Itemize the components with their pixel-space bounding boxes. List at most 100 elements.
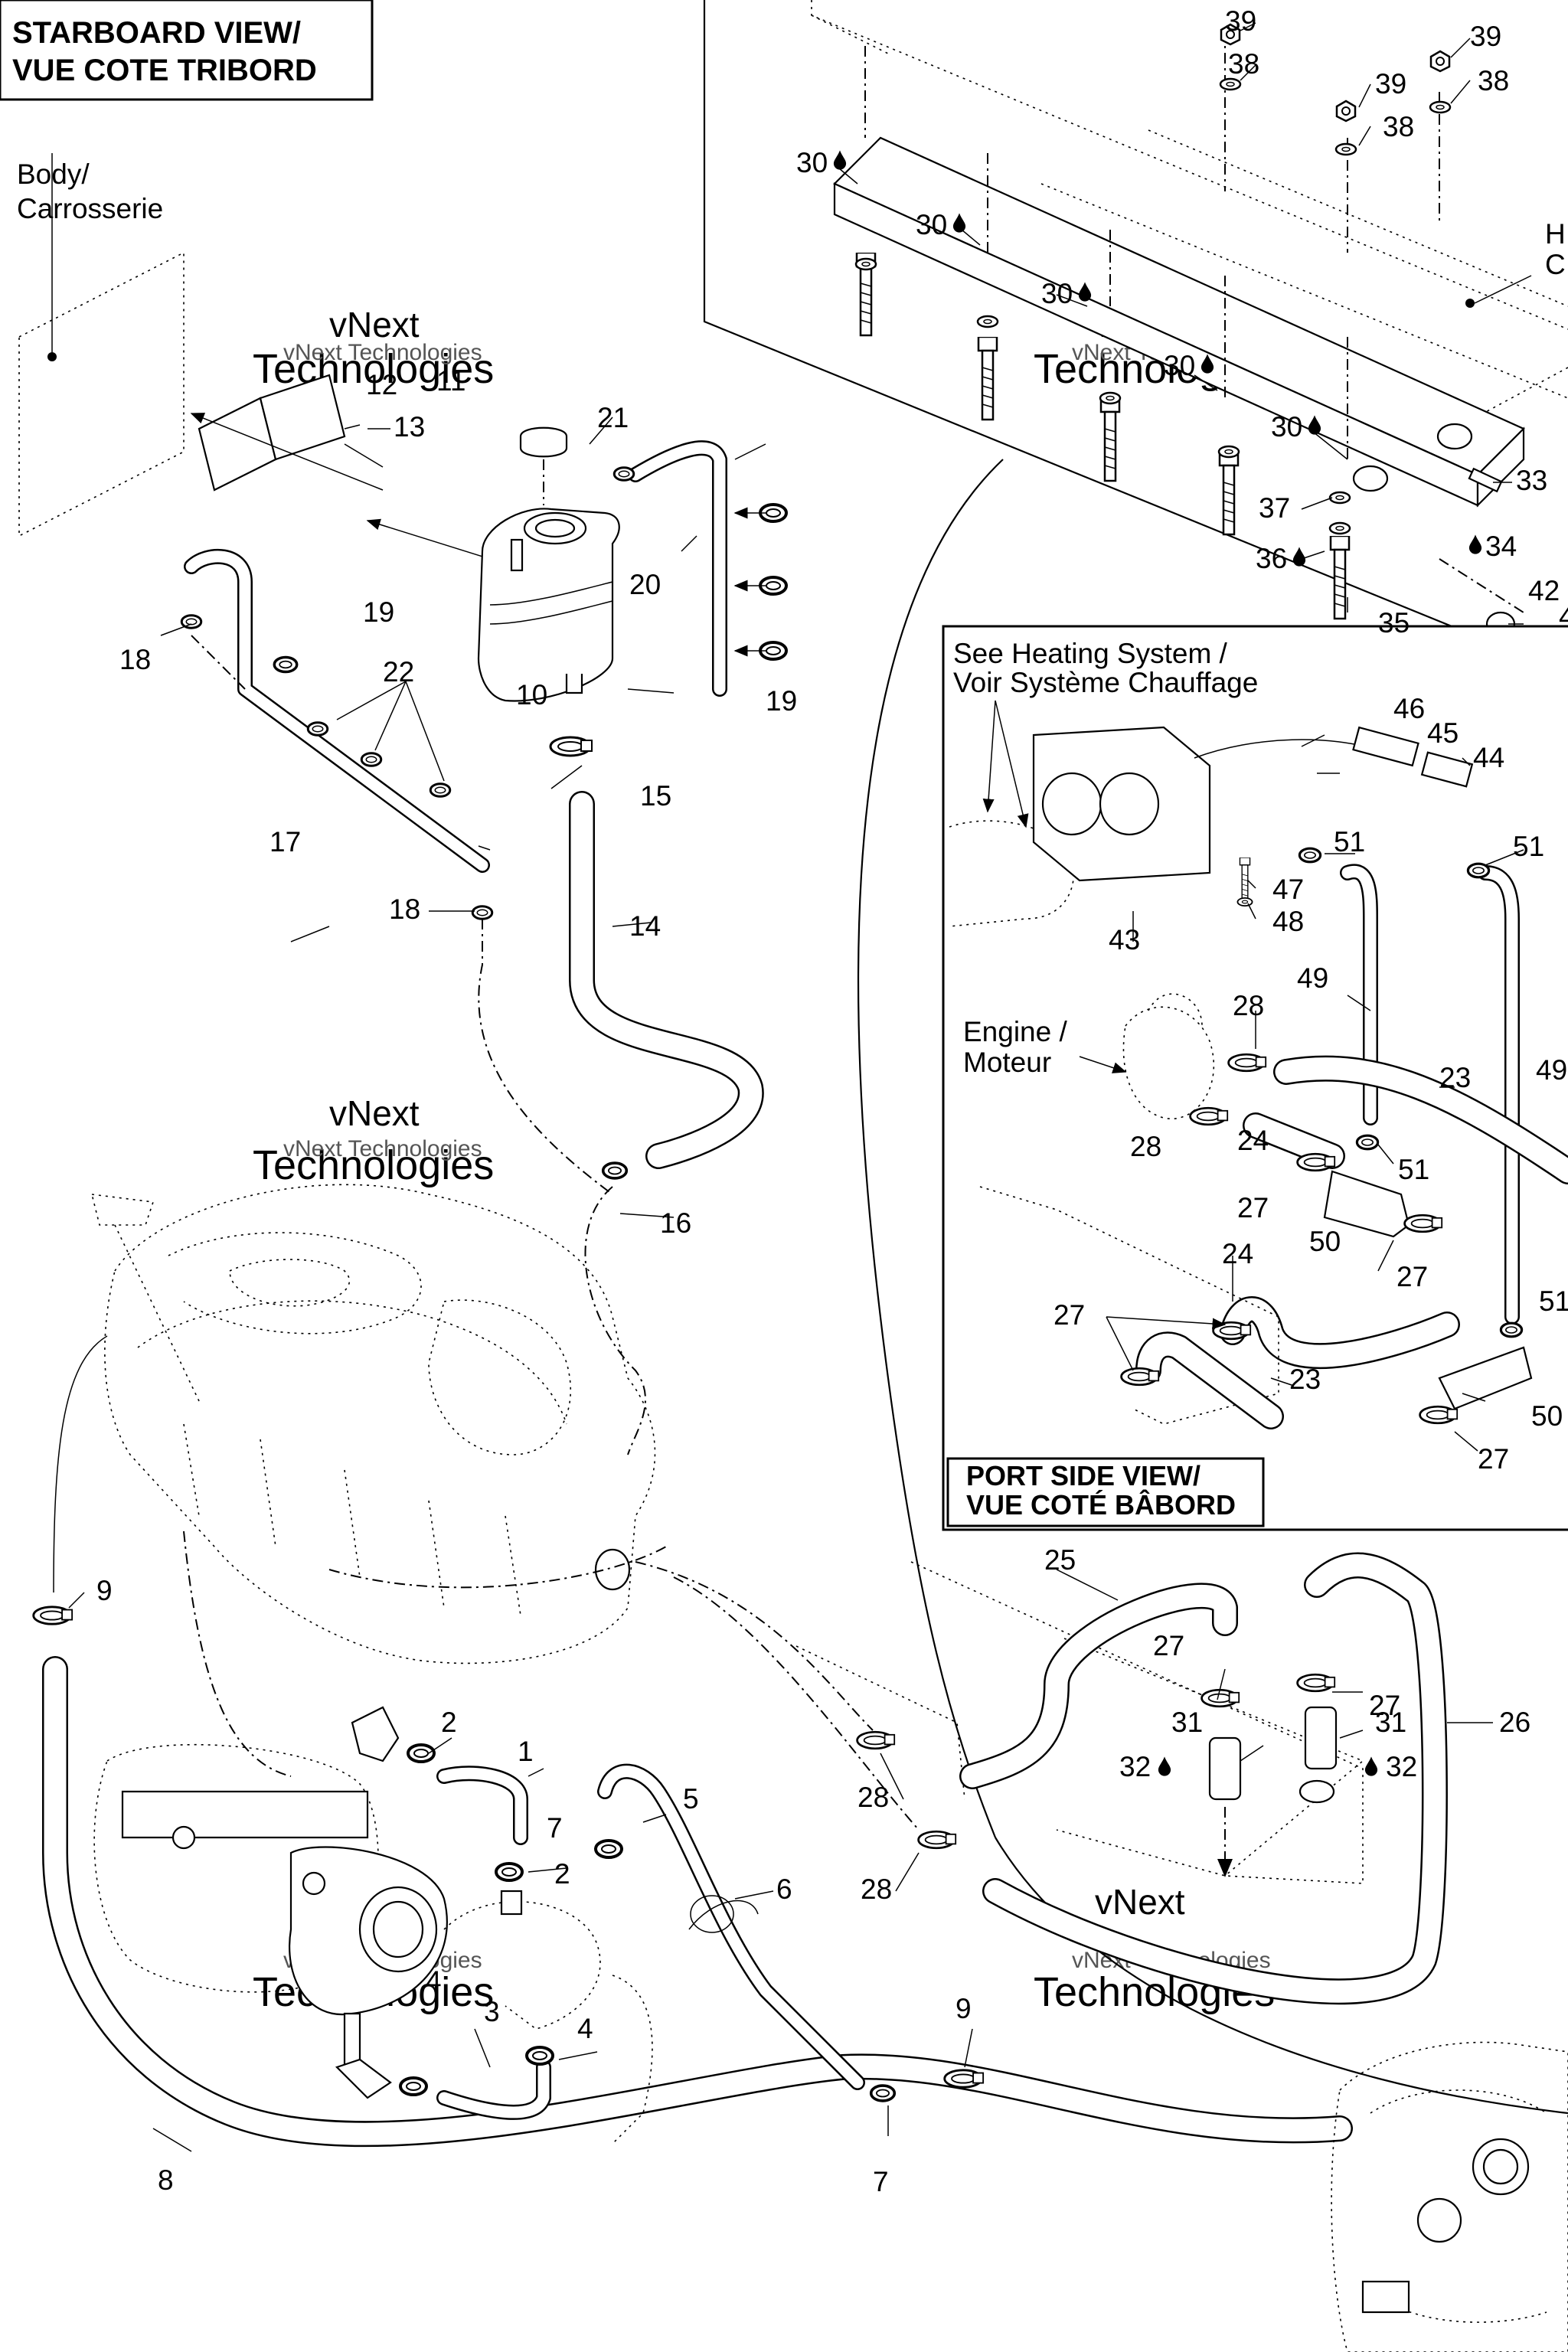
hull-label: H C xyxy=(1465,218,1566,308)
callout-27: 27 xyxy=(1237,1192,1269,1223)
starboard-title-line2: VUE COTE TRIBORD xyxy=(12,54,317,87)
clamp-27e xyxy=(1120,1367,1160,1387)
mounting-plate-assembly xyxy=(811,0,1568,651)
callout-48: 48 xyxy=(1272,906,1304,937)
clamp-9 xyxy=(32,1606,74,1625)
callout-6: 6 xyxy=(776,1873,792,1905)
watermark-1: vNext Technologies vNext Technologies xyxy=(253,305,494,392)
clamp-19b xyxy=(273,655,299,674)
body-panel: Body/ Carrosserie xyxy=(17,153,491,560)
callout-27: 27 xyxy=(1396,1261,1428,1292)
hull-leader xyxy=(1474,275,1532,304)
callout-50: 50 xyxy=(1531,1400,1563,1432)
washer xyxy=(1099,391,1122,405)
heating-arrow xyxy=(982,700,996,813)
watermark-text: vNext Technologies xyxy=(283,340,482,365)
callout-5: 5 xyxy=(683,1783,699,1815)
hull-outline xyxy=(703,0,1568,2115)
callout-2: 2 xyxy=(441,1707,457,1738)
hose-8-group xyxy=(32,1335,1353,2148)
leader xyxy=(344,416,613,445)
cable-tie-6-loop xyxy=(690,1895,734,1933)
callout-32: 32 xyxy=(1119,1751,1151,1782)
callout-21: 21 xyxy=(597,402,629,433)
washer-37 xyxy=(1328,491,1351,505)
hose-14-inner xyxy=(570,792,763,1168)
callout-24: 24 xyxy=(1222,1238,1253,1269)
clamp-27a xyxy=(1200,1688,1240,1708)
clamp-22 xyxy=(308,723,328,736)
callout-27-arrows xyxy=(1106,1317,1225,1371)
callout-28: 28 xyxy=(858,1782,889,1813)
hose-23-lower-inner xyxy=(1137,1333,1282,1428)
clamp-22 xyxy=(430,784,450,797)
elbow-outline xyxy=(443,1900,601,2030)
callout-38: 38 xyxy=(1478,65,1509,96)
leader-inset xyxy=(1247,734,1471,920)
port-title-box xyxy=(946,1457,1265,1527)
hose-17 xyxy=(184,549,490,873)
hull-label-line1: H xyxy=(1545,218,1566,250)
reservoir-strap xyxy=(489,581,613,606)
callout-12: 12 xyxy=(366,369,397,400)
engine-outlet xyxy=(594,1548,631,1591)
callout-11: 11 xyxy=(436,365,466,397)
hose-26-inner xyxy=(984,1554,1446,2003)
callout-43: 43 xyxy=(1109,924,1140,956)
callout-18: 18 xyxy=(119,644,151,675)
clamp-27g xyxy=(1419,1405,1459,1425)
callout-4: 4 xyxy=(577,2013,593,2044)
hose-17-group xyxy=(180,549,613,1195)
callout-23: 23 xyxy=(1439,1062,1471,1093)
callout-42: 42 xyxy=(1528,575,1560,606)
clamp-27b xyxy=(1296,1673,1336,1693)
hose-49b-inner xyxy=(1479,867,1518,1323)
callout-25: 25 xyxy=(1044,1544,1076,1576)
leader-inset xyxy=(1232,1256,1486,1452)
callout-27: 27 xyxy=(1478,1443,1509,1475)
callout-30: 30 xyxy=(916,209,947,240)
leader xyxy=(880,1691,1364,1892)
callout-27: 27 xyxy=(1054,1299,1085,1331)
stud-axis-lines xyxy=(1224,31,1440,253)
clamp-4b xyxy=(525,2046,554,2066)
leader-22 xyxy=(336,681,445,782)
fitting-elbow xyxy=(335,2058,392,2099)
manifold-port xyxy=(172,1825,196,1850)
title-box xyxy=(0,0,374,101)
callout-20: 20 xyxy=(629,569,661,600)
bracket-12-flank xyxy=(259,374,346,461)
callout-39: 39 xyxy=(1470,21,1501,52)
callout-47: 47 xyxy=(1272,874,1304,905)
elbow-lower xyxy=(612,1975,653,2145)
overflow-hose-group xyxy=(612,440,788,697)
callout-24: 24 xyxy=(1237,1125,1269,1156)
washer-36 xyxy=(1328,521,1351,535)
nut-39c xyxy=(1429,50,1451,73)
callout-4: 4 xyxy=(426,1965,442,1997)
clamp-51 xyxy=(1355,1134,1380,1151)
clamp-21 xyxy=(612,466,635,482)
connector-45 xyxy=(1352,726,1419,767)
hose-17-inner xyxy=(185,550,488,871)
clamp-18 xyxy=(471,905,494,920)
leader-inset xyxy=(1325,849,1524,1165)
clamp-7 xyxy=(594,1839,623,1859)
callout-50: 50 xyxy=(1309,1226,1341,1257)
reservoir-vent xyxy=(510,538,524,572)
callout-51: 51 xyxy=(1334,826,1365,858)
engine-label-line2: Moteur xyxy=(963,1047,1051,1078)
manifold-outlet-inner xyxy=(372,1900,424,1958)
callout-32: 32 xyxy=(1386,1751,1417,1782)
callout-51: 51 xyxy=(1539,1285,1568,1317)
callout-37: 37 xyxy=(1259,492,1290,524)
hull-curve xyxy=(858,459,1004,1838)
engine-label-line1: Engine / xyxy=(963,1016,1067,1047)
hose-17-path xyxy=(191,635,613,1195)
hose-3-inner xyxy=(438,2061,550,2118)
callout-38: 38 xyxy=(1383,111,1414,142)
callout-31: 31 xyxy=(1171,1707,1203,1738)
hose-8-dash xyxy=(183,1530,292,1777)
body-panel-outline xyxy=(18,251,185,537)
coolant-reservoir xyxy=(477,426,620,702)
